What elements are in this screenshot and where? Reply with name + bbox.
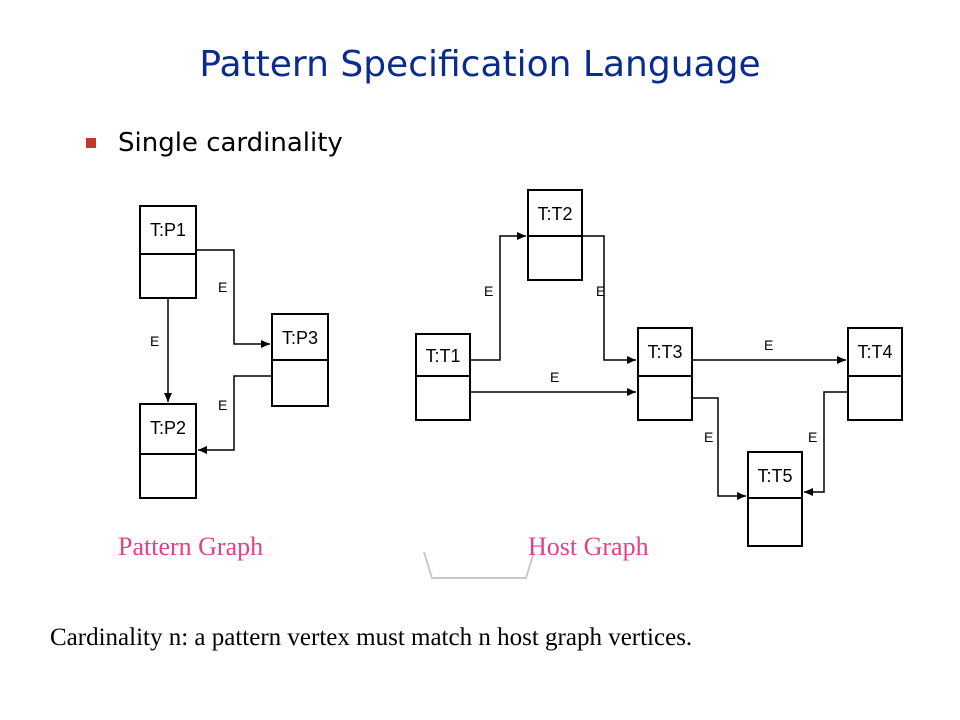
node-p1: T:P1	[139, 205, 197, 299]
edge-t2-t3-label: E	[596, 283, 605, 299]
edge-t1-t2: E	[470, 232, 526, 361]
slide-title: Pattern Specification Language	[199, 44, 761, 85]
node-t5: T:T5	[747, 451, 803, 547]
edge-p3-p2-label: E	[218, 397, 227, 413]
edge-t1-t2-label: E	[484, 283, 493, 299]
edge-p3-p2: E	[198, 375, 272, 454]
node-t1: T:T1	[415, 333, 471, 421]
node-t4: T:T4	[847, 327, 903, 421]
edge-t2-t3: E	[582, 235, 636, 364]
edge-t4-t5: E	[804, 391, 848, 496]
edge-t3-t5-label: E	[704, 429, 713, 445]
node-t1-label: T:T1	[425, 346, 460, 366]
pattern-graph-caption: Pattern Graph	[118, 532, 264, 561]
edge-t3-t5: E	[692, 397, 746, 500]
node-p2-label: T:P2	[150, 418, 186, 438]
bullet-marker-icon	[86, 138, 96, 148]
edge-t1-t3: E	[470, 369, 636, 396]
edge-t1-t3-label: E	[550, 369, 559, 385]
decorative-bracket	[423, 551, 535, 579]
node-t2: T:T2	[527, 189, 583, 281]
node-p3-label: T:P3	[282, 328, 318, 348]
node-t3-label: T:T3	[647, 342, 682, 362]
node-t4-label: T:T4	[857, 342, 892, 362]
bullet-item: Single cardinality	[86, 128, 343, 158]
edge-p1-p2-label: E	[150, 333, 159, 349]
node-p2: T:P2	[139, 403, 197, 499]
edge-p1-p3: E	[196, 249, 270, 348]
edge-t3-t4-label: E	[764, 337, 773, 353]
edge-t4-t5-label: E	[808, 429, 817, 445]
footer-text: Cardinality n: a pattern vertex must mat…	[50, 624, 693, 651]
edge-p1-p2: E	[150, 298, 172, 402]
bullet-text: Single cardinality	[118, 128, 343, 158]
host-graph-caption: Host Graph	[528, 532, 649, 561]
node-t5-label: T:T5	[757, 466, 792, 486]
edge-p1-p3-label: E	[218, 279, 227, 295]
node-p3: T:P3	[271, 313, 329, 407]
node-t3: T:T3	[637, 327, 693, 421]
edge-t3-t4: E	[692, 337, 846, 364]
node-p1-label: T:P1	[150, 220, 186, 240]
node-t2-label: T:T2	[537, 204, 572, 224]
